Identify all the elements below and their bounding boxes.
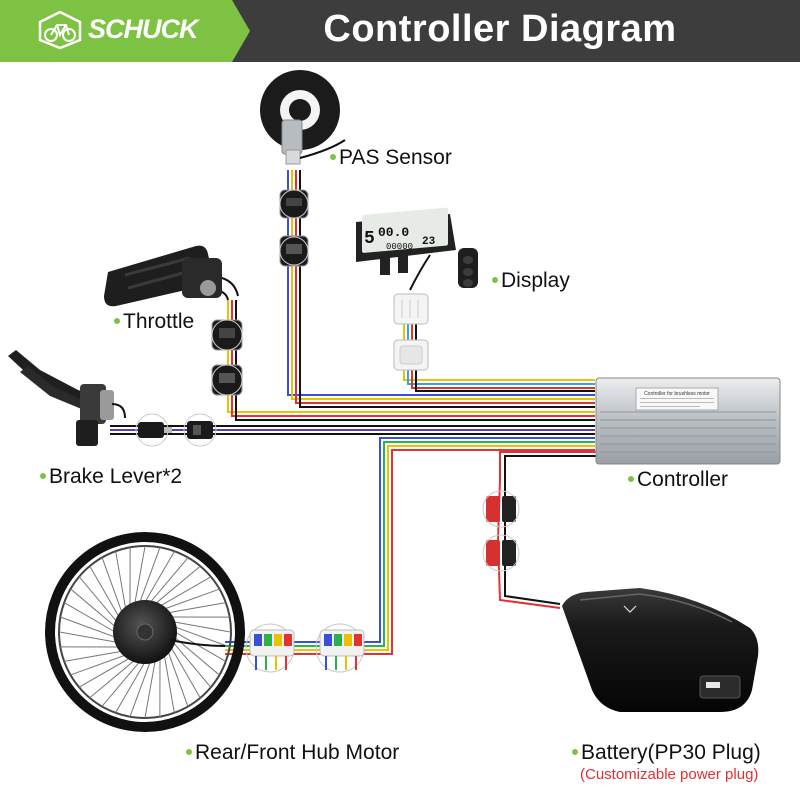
brake-lever-image [8,350,126,446]
wheel-spoke [164,588,220,610]
brake-lever-label: Brake Lever*2 [40,465,182,489]
display-connector-female [393,339,429,371]
battery-image [562,588,759,712]
battery-label-text: Battery(PP30 Plug) [581,741,761,764]
controller-label: Controller [628,468,728,492]
wheel-spoke [167,651,189,707]
wheel-spoke [78,657,131,688]
wheel-spoke [167,602,226,614]
wheel-spoke [63,602,116,633]
brake-connector-male [135,413,172,447]
motor-connector-female [245,623,295,673]
pas-sensor-label: PAS Sensor [330,146,452,170]
bullet-dot [186,749,192,756]
throttle-label-text: Throttle [123,310,195,333]
bullet-dot [572,749,578,756]
display-image [356,207,478,291]
bullet-dot [492,277,498,284]
wheel-spoke [58,631,117,643]
controller-image [595,377,781,465]
bullet-dot [40,473,46,480]
wheel-spoke [159,576,212,607]
wheel-spoke [70,654,126,676]
wheel-spoke [174,626,230,648]
wheel-spoke [144,550,175,603]
wheel-spoke [115,551,127,610]
wheel-spoke [115,661,146,714]
bullet-dot [628,476,634,483]
throttle-label: Throttle [114,310,194,334]
bullet-dot [114,318,120,325]
display-cable [403,305,595,392]
battery-note: (Customizable power plug) [580,766,759,783]
controller-label-text: Controller [637,468,729,491]
wheel-spoke [70,588,116,628]
brake-lever-label-text: Brake Lever*2 [49,465,183,488]
wheel-spoke [60,616,116,638]
brand-name: SCHUCK [88,14,199,44]
wheel-spoke [174,636,220,676]
display-label: Display [492,269,570,293]
throttle-connector-female [211,364,243,396]
display-speed: 00.0 [378,225,409,240]
wheel-spoke [89,565,120,618]
display-temp: 23 [422,236,436,248]
wheel-spoke [174,631,227,662]
wheel-spoke [78,576,118,623]
wheel-spoke [144,660,156,719]
battery-connector-top [482,490,520,528]
motor-cable [225,437,595,655]
wheel-spoke [173,621,232,633]
hub-motor-label-text: Rear/Front Hub Motor [195,741,400,764]
wheel-spoke [139,547,161,603]
motor-connector-male [315,623,365,673]
wheel-spoke [134,545,146,604]
wheel-spoke [129,661,151,717]
wheel-spoke [172,641,212,688]
pas-connector-male [279,189,309,219]
pas-sensor-label-text: PAS Sensor [339,146,452,169]
wheel-spoke [163,654,175,713]
controller-plate-title: Controller for brushless motor [644,391,710,397]
hub-motor-label: Rear/Front Hub Motor [186,741,399,765]
wheel-spoke [101,557,123,613]
display-digit-left: 5 [364,229,375,249]
battery-cable [496,451,596,609]
pas-connector-female [279,235,309,267]
wheel-spoke [170,646,201,699]
page-title: Controller Diagram [323,8,677,50]
wheel-spoke [101,661,141,707]
brand-tab [0,0,250,62]
battery-connector-bottom [482,534,520,572]
wheel-spoke [64,650,123,662]
wheel-spoke [149,557,189,603]
throttle-image [104,245,239,307]
display-label-text: Display [501,269,570,292]
bullet-dot [330,154,336,161]
brake-connector-female [183,413,217,447]
throttle-connector-male [211,319,243,351]
bicycle-logo-icon [38,10,82,50]
brake-cable [110,425,595,435]
wheel-spoke [89,659,136,699]
hub-motor-wheel-image [45,532,245,732]
wheel-spoke [154,565,201,605]
battery-label: Battery(PP30 Plug) [572,741,761,765]
display-trip: 00000 [386,242,413,252]
display-connector-male [393,293,429,325]
pas-sensor-image [260,70,346,165]
